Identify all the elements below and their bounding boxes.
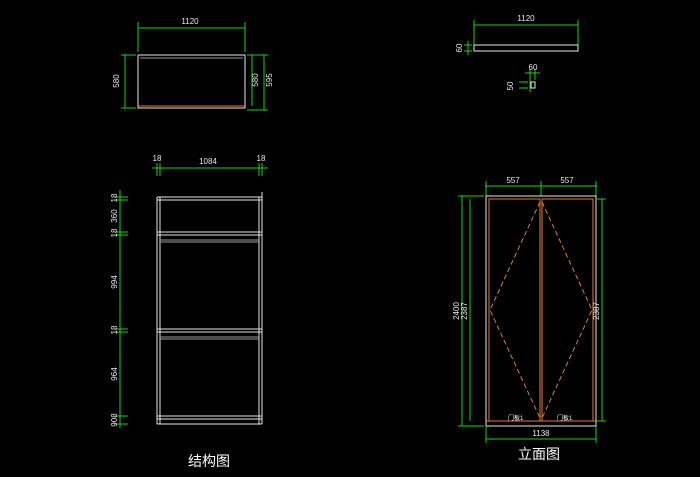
- elevation-top-thickness-label: 60: [455, 43, 464, 52]
- elevation-top-view: 1120 60 60 50: [455, 14, 579, 92]
- structure-front-height-label: 18: [110, 228, 119, 237]
- elevation-detail: 60 50: [506, 63, 540, 92]
- elevation-top-width-dimension: 1120: [473, 14, 579, 45]
- elevation-front-overall-height-label: 2400: [452, 302, 461, 320]
- door-right-swing-lines: [541, 201, 593, 419]
- elevation-front-outer-frame: [485, 195, 597, 427]
- elevation-front-door-height-right-label: 2387: [592, 302, 601, 320]
- structure-front-inner-width-label: 1084: [199, 157, 217, 166]
- elevation-detail-width-label: 60: [529, 63, 538, 72]
- structure-front-height-label: 908: [110, 413, 119, 427]
- door-left-panel: [488, 198, 541, 422]
- structure-front-frame: [156, 192, 263, 425]
- structure-top-depth-right-dimension: 580 595: [247, 54, 274, 111]
- structure-front-side-left-label: 18: [153, 154, 162, 163]
- elevation-detail-height-label: 50: [506, 81, 515, 90]
- elevation-top-thickness-dimension: 60: [455, 41, 472, 55]
- structure-front-side-right-label: 18: [257, 154, 266, 163]
- elevation-front-half-left-label: 557: [506, 176, 520, 185]
- structure-front-height-label: 964: [110, 367, 119, 381]
- elevation-front-half-right-label: 557: [560, 176, 574, 185]
- structure-front-hanging-rails: [160, 239, 259, 340]
- structure-top-width-dimension: 1120: [137, 17, 246, 52]
- elevation-front-bottom-dimension: 1138: [485, 426, 597, 443]
- elevation-front-door-height-left-label: 2387: [460, 302, 469, 320]
- elevation-front-doors: 门板1 门板1: [486, 198, 596, 422]
- structure-top-depth-right-outer-label: 595: [265, 73, 274, 87]
- elevation-front-bottom-width-label: 1138: [532, 429, 550, 438]
- structure-front-view: 18 1084 18: [110, 154, 268, 470]
- structure-top-width-label: 1120: [181, 17, 199, 26]
- elevation-front-height-dimension: 2400 2387 2387: [452, 195, 606, 427]
- structure-top-depth-right-inner-label: 580: [251, 73, 260, 87]
- structure-front-height-label: 360: [110, 209, 119, 223]
- structure-front-height-label: 18: [110, 325, 119, 334]
- door-left-label: 门板1: [508, 414, 524, 422]
- door-right-panel: [541, 198, 594, 422]
- structure-front-height-dimension: 18 360 18 994 18 964 908: [110, 190, 128, 428]
- elevation-view-title: 立面图: [518, 447, 560, 463]
- door-right-label: 门板1: [557, 414, 573, 422]
- door-left-swing-lines: [489, 201, 541, 419]
- structure-view-title: 结构图: [188, 454, 230, 470]
- elevation-top-outline: [473, 44, 579, 52]
- elevation-front-view: 557 557 门板1 门板1 2400 2387 2387: [452, 176, 606, 463]
- structure-front-height-label: 18: [110, 193, 119, 202]
- structure-top-depth-left-label: 580: [112, 74, 121, 88]
- structure-top-view: 1120 580 580 595: [112, 17, 274, 111]
- elevation-front-top-dimension: 557 557: [485, 176, 597, 196]
- structure-front-height-label: 994: [110, 275, 119, 289]
- structure-front-width-dimension: 18 1084 18: [152, 154, 268, 176]
- elevation-top-width-label: 1120: [517, 14, 535, 23]
- structure-top-depth-left-dimension: 580: [112, 54, 136, 109]
- structure-top-outline: [137, 54, 246, 109]
